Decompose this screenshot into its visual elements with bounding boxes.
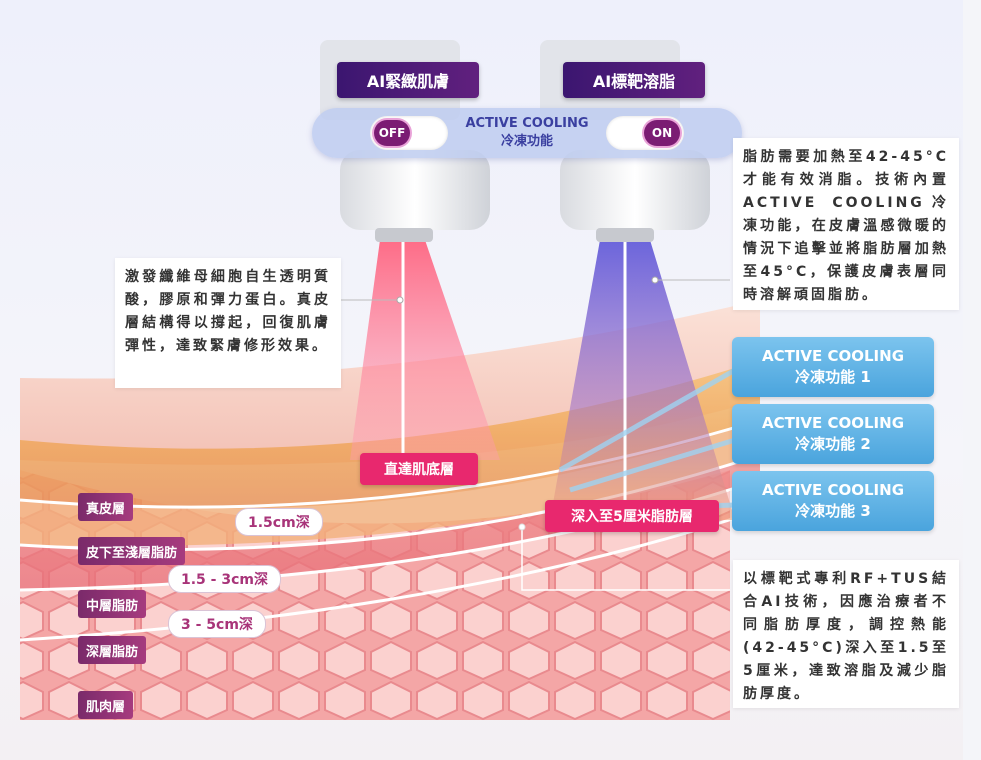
layer-label-muscle: 肌肉層 <box>78 691 134 719</box>
cooling-card-1-en: ACTIVE COOLING <box>761 347 905 365</box>
cooling-card-1-zh: 冷凍功能 1 <box>795 368 871 386</box>
right-top-description: 脂肪需要加熱至42-45°C才能有效消脂。技術內置ACTIVE COOLING冷… <box>733 138 959 310</box>
reach-deep-dermis-label: 直達肌底層 <box>360 453 478 485</box>
cooling-card-2-zh: 冷凍功能 2 <box>795 435 871 453</box>
depth-pill-3: 3 - 5cm深 <box>168 610 266 638</box>
left-description: 激發纖維母細胞自生透明質酸，膠原和彈力蛋白。真皮層結構得以撐起，回復肌膚彈性，達… <box>115 258 341 388</box>
cooling-card-3: ACTIVE COOLING 冷凍功能 3 <box>732 471 934 531</box>
layer-label-deep-fat: 深層脂肪 <box>78 636 147 664</box>
on-knob: ON <box>644 120 680 146</box>
cooling-card-3-en: ACTIVE COOLING <box>761 481 905 499</box>
cooling-title-zh: 冷凍功能 <box>500 134 553 149</box>
right-bottom-description: 以標靶式專利RF+TUS結合AI技術，因應治療者不同脂肪厚度，調控熱能(42-4… <box>733 560 959 708</box>
layer-label-shallow-fat: 皮下至淺層脂肪 <box>78 537 186 565</box>
reach-fat-layer-label: 深入至5厘米脂肪層 <box>545 500 719 532</box>
tighten-skin-badge: AI緊緻肌膚 <box>337 62 479 98</box>
target-fat-badge: AI標靶溶脂 <box>563 62 705 98</box>
cooling-card-1: ACTIVE COOLING 冷凍功能 1 <box>732 337 934 397</box>
cooling-title: ACTIVE COOLING 冷凍功能 <box>462 115 592 151</box>
layer-label-dermis: 真皮層 <box>78 493 134 521</box>
layer-label-middle-fat: 中層脂肪 <box>78 590 147 618</box>
cooling-on-toggle[interactable]: ON <box>606 116 684 150</box>
active-cooling-bar: OFF ACTIVE COOLING 冷凍功能 ON <box>312 108 742 158</box>
depth-pill-1: 1.5cm深 <box>235 508 323 536</box>
depth-pill-2: 1.5 - 3cm深 <box>168 565 281 593</box>
cooling-title-en: ACTIVE COOLING <box>465 116 589 131</box>
cooling-card-2-en: ACTIVE COOLING <box>761 414 905 432</box>
off-knob: OFF <box>374 120 410 146</box>
right-edge-strip <box>963 0 981 760</box>
cooling-card-2: ACTIVE COOLING 冷凍功能 2 <box>732 404 934 464</box>
cooling-card-3-zh: 冷凍功能 3 <box>795 502 871 520</box>
cooling-off-toggle[interactable]: OFF <box>370 116 448 150</box>
